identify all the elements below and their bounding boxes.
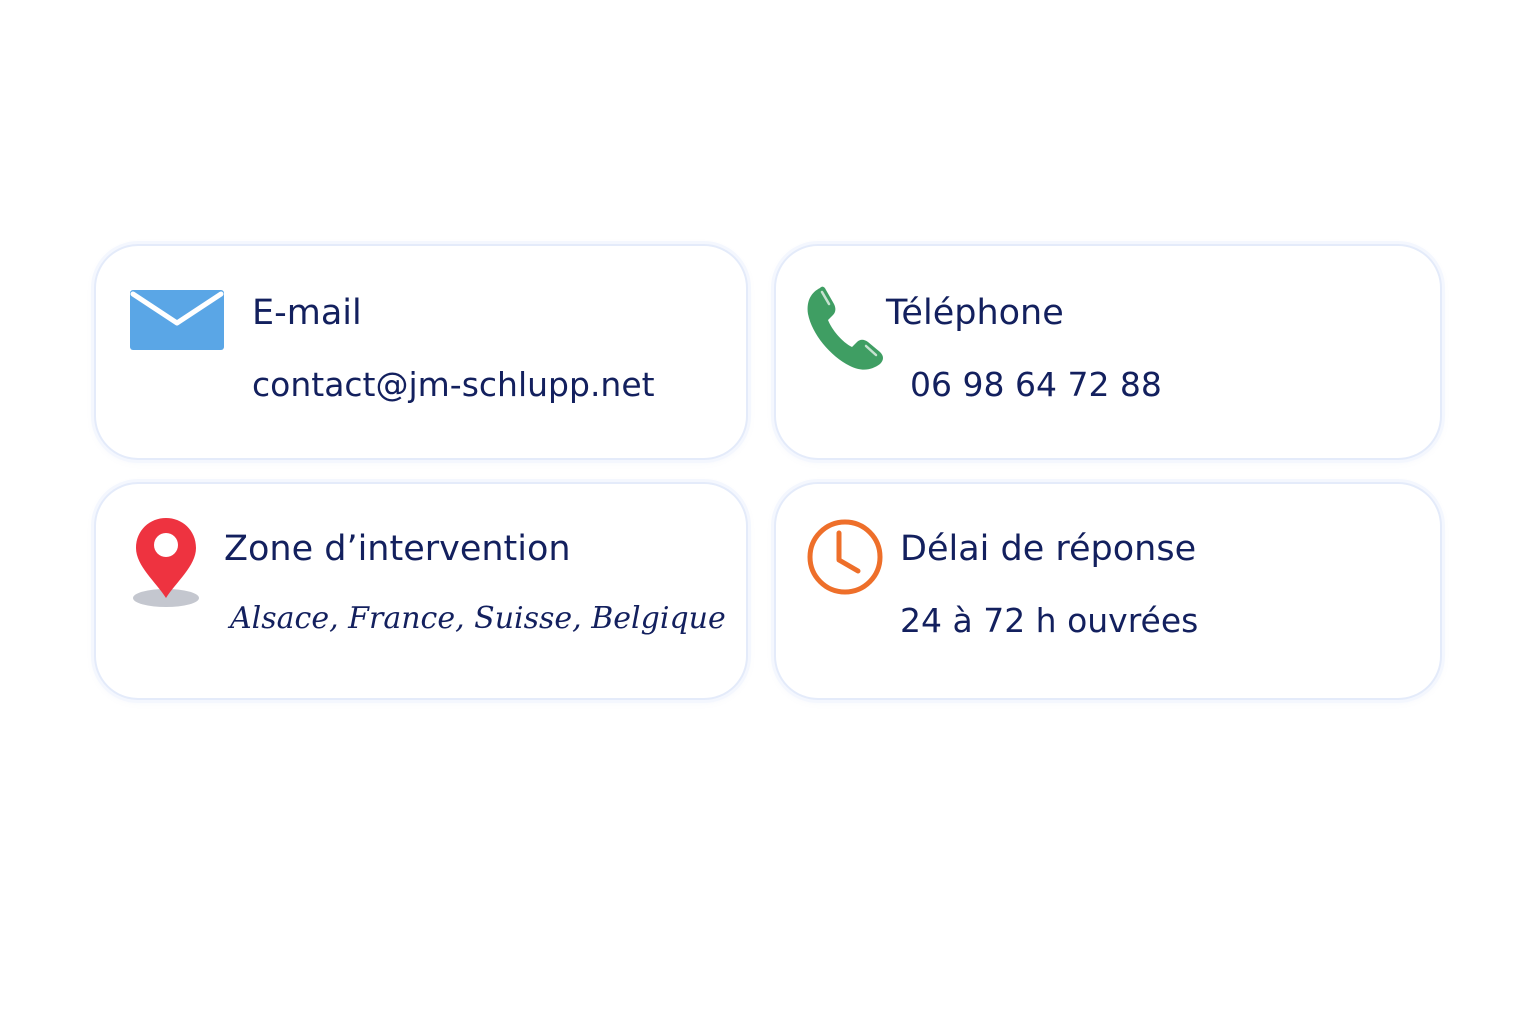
contact-card-zone: Zone d’intervention Alsace, France, Suis…: [94, 482, 748, 700]
zone-regions: Alsace, France, Suisse, Belgique: [230, 601, 726, 636]
envelope-icon: [130, 290, 224, 350]
response-delay: 24 à 72 h ouvrées: [900, 601, 1199, 640]
map-pin-icon: [133, 518, 199, 607]
contact-card-email: E-mail contact@jm-schlupp.net: [94, 244, 748, 460]
contact-card-delay: Délai de réponse 24 à 72 h ouvrées: [774, 482, 1442, 700]
email-address[interactable]: contact@jm-schlupp.net: [252, 365, 655, 404]
delay-title: Délai de réponse: [900, 529, 1197, 569]
contact-card-phone: Téléphone 06 98 64 72 88: [774, 244, 1442, 460]
phone-title: Téléphone: [886, 293, 1064, 333]
zone-title: Zone d’intervention: [224, 529, 571, 569]
phone-icon: [807, 286, 883, 370]
clock-icon: [807, 519, 883, 595]
phone-number[interactable]: 06 98 64 72 88: [910, 365, 1162, 404]
email-title: E-mail: [252, 293, 362, 333]
